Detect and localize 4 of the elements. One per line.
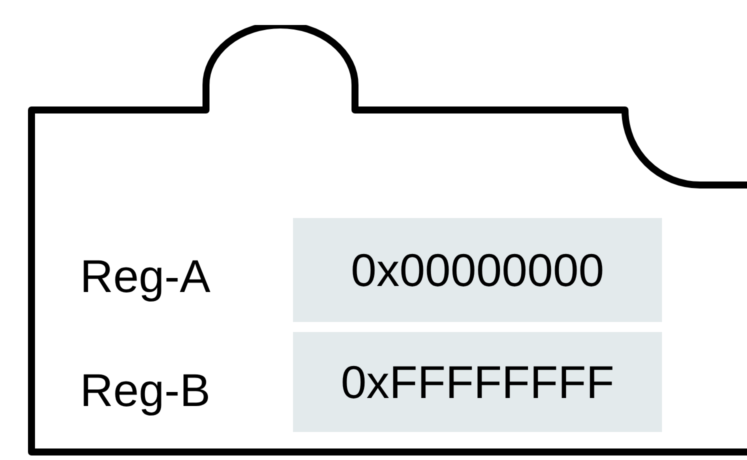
register-label: Reg-B <box>80 367 210 413</box>
register-value: 0xFFFFFFFF <box>293 332 662 432</box>
register-label: Reg-A <box>80 253 210 299</box>
register-value: 0x00000000 <box>293 218 662 322</box>
